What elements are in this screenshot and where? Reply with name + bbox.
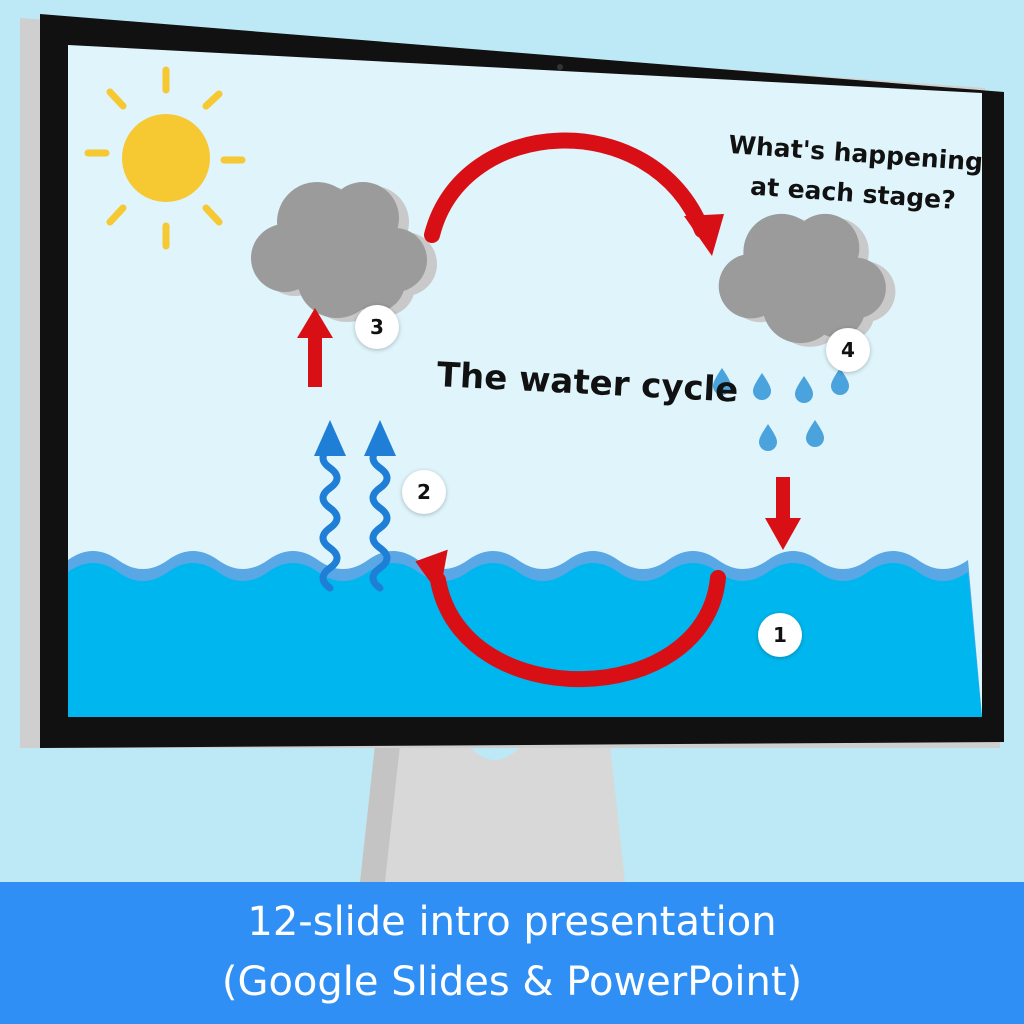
banner-line-2: (Google Slides & PowerPoint) <box>221 959 803 1005</box>
stage-badge-4: 4 <box>826 328 870 372</box>
stage-badge-2: 2 <box>402 470 446 514</box>
webcam <box>557 64 563 70</box>
arrow-down-icon <box>765 477 801 550</box>
cycle-arrow-icon <box>424 132 724 256</box>
monitor-stand <box>360 745 625 882</box>
slide-screen <box>68 45 982 717</box>
wave-icon <box>68 551 982 717</box>
evaporation-arrow-icon <box>314 420 396 592</box>
cycle-arrow-icon <box>415 549 726 688</box>
sun-icon <box>84 66 246 250</box>
arrow-up-icon <box>297 308 333 387</box>
stage-badge-3: 3 <box>355 305 399 349</box>
banner-line-1: 12-slide intro presentation <box>247 899 777 945</box>
promo-banner: 12-slide intro presentation (Google Slid… <box>0 882 1024 1024</box>
stage-badge-1: 1 <box>758 613 802 657</box>
